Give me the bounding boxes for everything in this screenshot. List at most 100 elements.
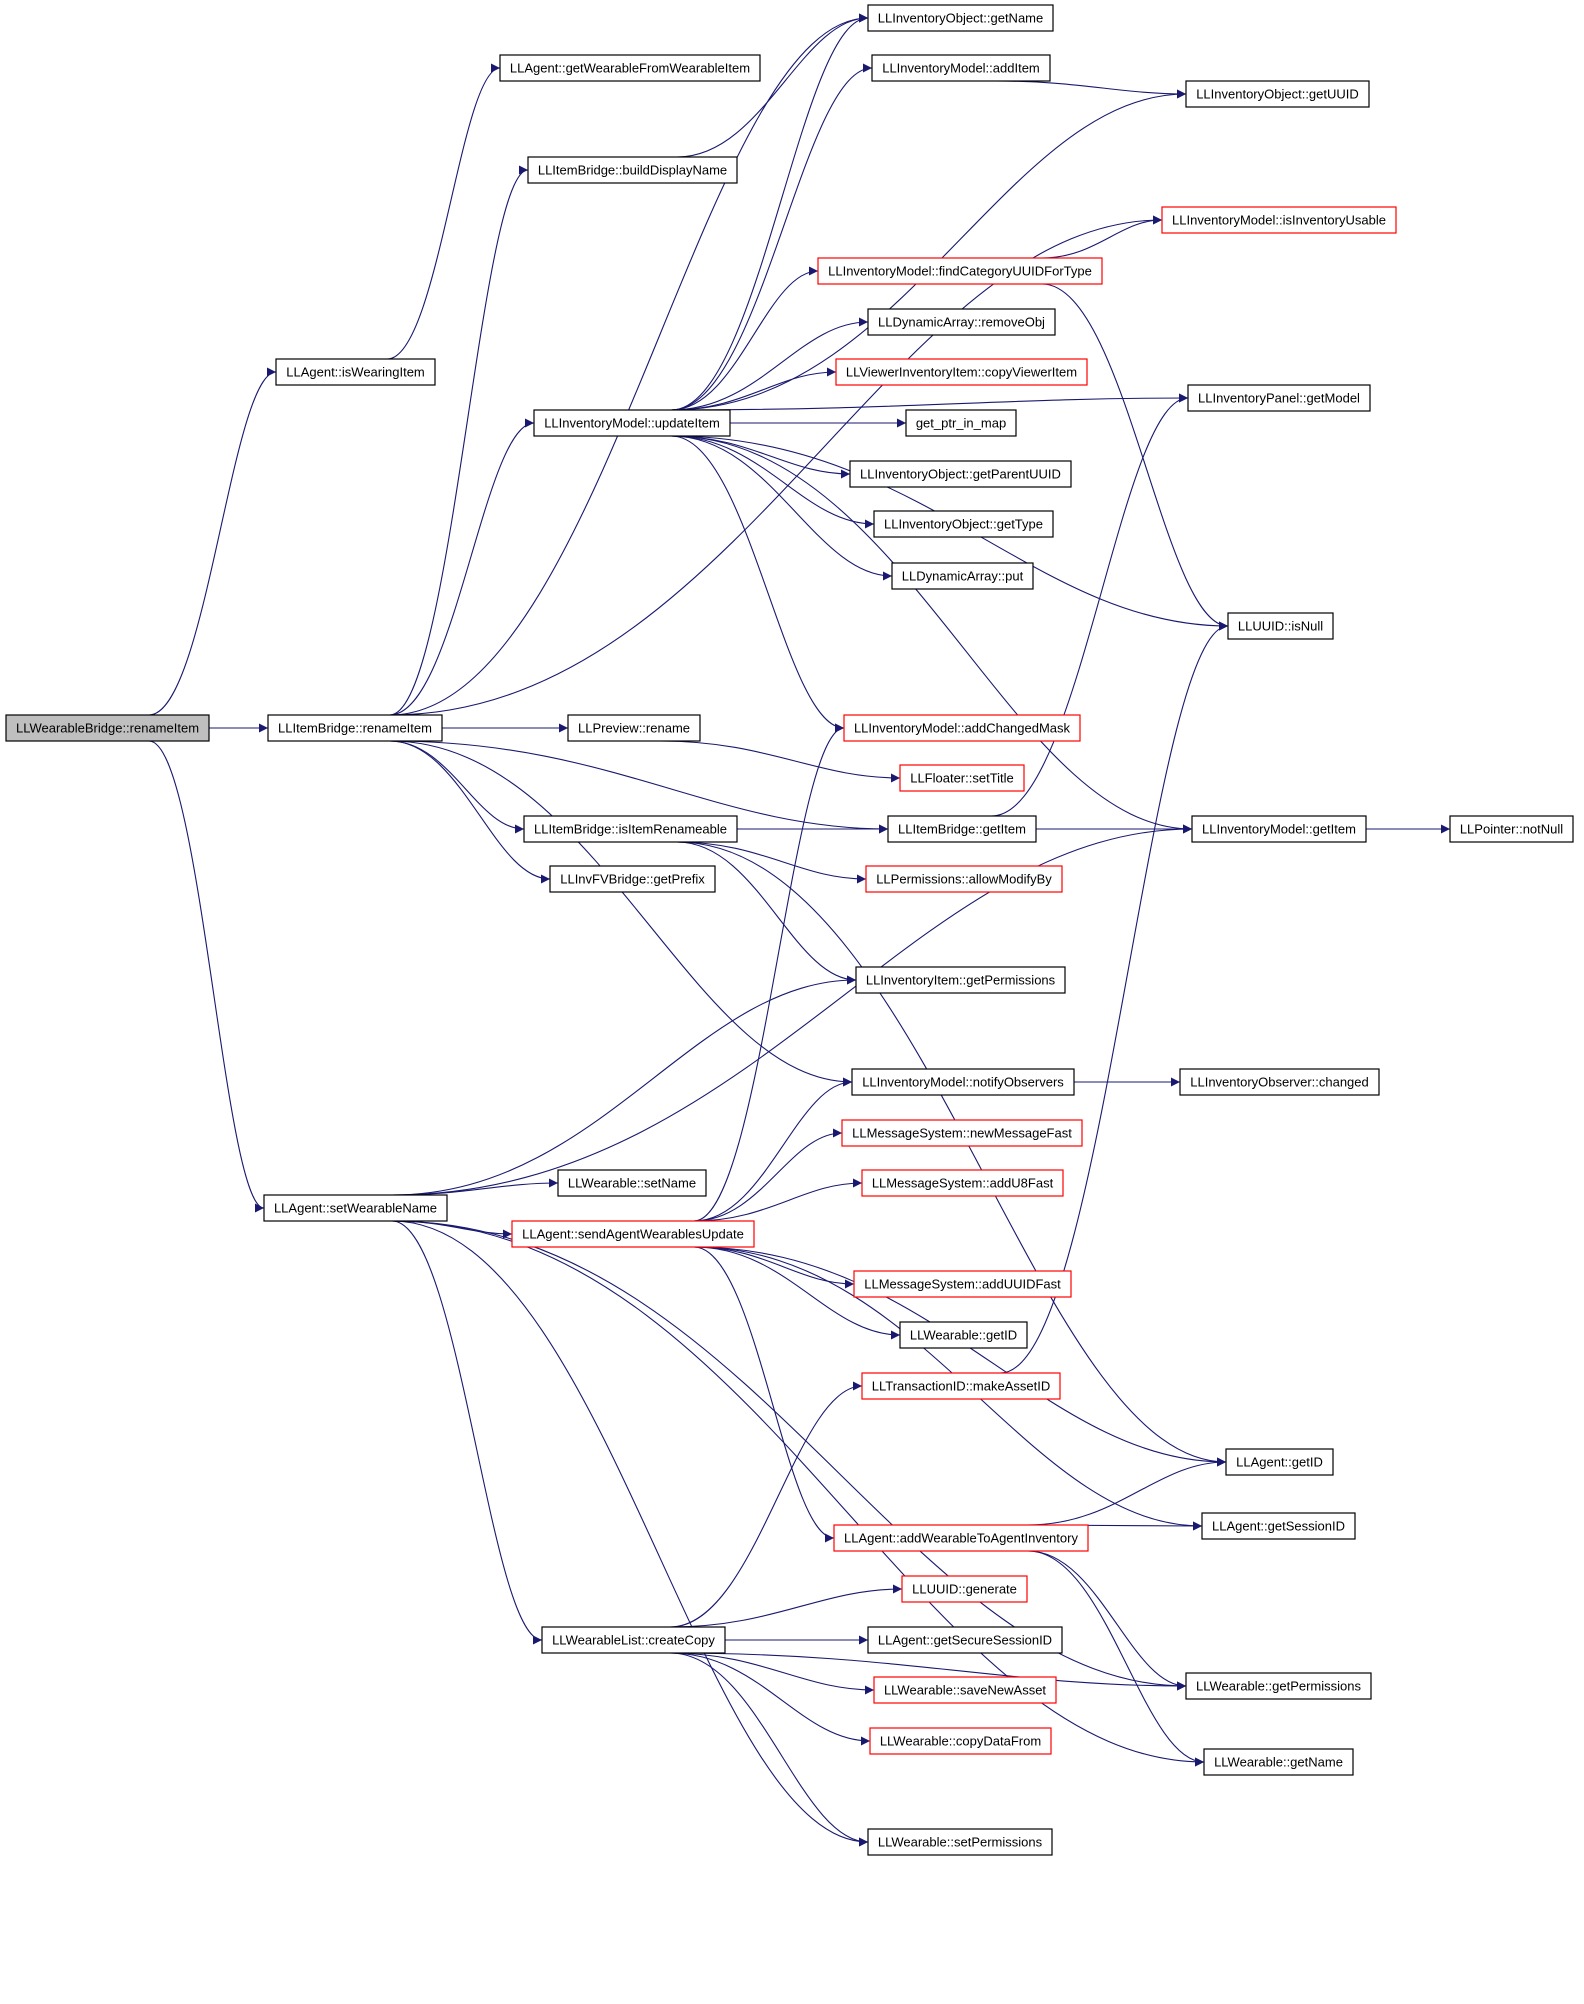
node-llpointer-not-null[interactable]: LLPointer::notNull xyxy=(1449,815,1574,843)
node-llwearable-copy-data-from[interactable]: LLWearable::copyDataFrom xyxy=(869,1727,1052,1755)
call-edge xyxy=(392,1220,1205,1767)
node-llmessage-system-new-message-fast[interactable]: LLMessageSystem::newMessageFast xyxy=(841,1119,1083,1147)
node-llagent-get-wearable-from-wearable-item[interactable]: LLAgent::getWearableFromWearableItem xyxy=(499,54,761,82)
node-label: LLAgent::getID xyxy=(1236,1455,1323,1470)
node-box xyxy=(873,510,1054,538)
node-llagent-set-wearable-name[interactable]: LLAgent::setWearableName xyxy=(263,1194,448,1222)
node-label: LLWearable::copyDataFrom xyxy=(880,1734,1041,1749)
node-label: LLInvFVBridge::getPrefix xyxy=(560,872,705,887)
node-llitem-bridge-get-item[interactable]: LLItemBridge::getItem xyxy=(887,815,1037,843)
node-lluuid-generate[interactable]: LLUUID::generate xyxy=(901,1575,1028,1603)
node-llitem-bridge-rename-item[interactable]: LLItemBridge::renameItem xyxy=(267,714,443,742)
call-edge xyxy=(671,435,893,581)
node-llviewer-inventory-item-copy-viewer-item[interactable]: LLViewerInventoryItem::copyViewerItem xyxy=(835,358,1088,386)
node-llagent-get-id[interactable]: LLAgent::getID xyxy=(1225,1448,1334,1476)
node-llinventory-model-notify-observers[interactable]: LLInventoryModel::notifyObservers xyxy=(851,1068,1075,1096)
node-llinventory-model-update-item[interactable]: LLInventoryModel::updateItem xyxy=(533,409,731,437)
node-lltransaction-id-make-asset-id[interactable]: LLTransactionID::makeAssetID xyxy=(861,1372,1061,1400)
node-llwearable-get-name[interactable]: LLWearable::getName xyxy=(1203,1748,1354,1776)
node-label: LLAgent::addWearableToAgentInventory xyxy=(844,1531,1078,1546)
node-label: LLInventoryModel::findCategoryUUIDForTyp… xyxy=(828,264,1092,279)
node-llinventory-item-get-permissions[interactable]: LLInventoryItem::getPermissions xyxy=(855,966,1066,994)
node-label: LLWearableBridge::renameItem xyxy=(16,721,199,736)
node-llmessage-system-add-uuidfast[interactable]: LLMessageSystem::addUUIDFast xyxy=(853,1270,1072,1298)
node-llwearable-save-new-asset[interactable]: LLWearable::saveNewAsset xyxy=(873,1676,1057,1704)
node-llmessage-system-add-u8fast[interactable]: LLMessageSystem::addU8Fast xyxy=(861,1169,1064,1197)
call-edge xyxy=(991,393,1189,817)
node-llwearable-set-permissions[interactable]: LLWearable::setPermissions xyxy=(867,1828,1053,1856)
node-llinventory-object-get-uuid[interactable]: LLInventoryObject::getUUID xyxy=(1185,80,1370,108)
node-lluuid-is-null[interactable]: LLUUID::isNull xyxy=(1227,612,1334,640)
node-label: LLItemBridge::isItemRenameable xyxy=(534,822,727,837)
node-llinventory-model-add-changed-mask[interactable]: LLInventoryModel::addChangedMask xyxy=(843,714,1081,742)
node-box xyxy=(873,1676,1057,1704)
node-label: LLInventoryObserver::changed xyxy=(1190,1075,1369,1090)
call-edge xyxy=(671,63,873,411)
node-box xyxy=(835,358,1088,386)
call-edge xyxy=(1027,1550,1205,1767)
node-lldynamic-array-remove-obj[interactable]: LLDynamicArray::removeObj xyxy=(867,308,1056,336)
call-edge xyxy=(671,13,869,411)
node-box xyxy=(867,4,1054,32)
node-box xyxy=(853,1270,1072,1298)
node-llwearable-set-name[interactable]: LLWearable::setName xyxy=(557,1169,707,1197)
node-llagent-send-agent-wearables-update[interactable]: LLAgent::sendAgentWearablesUpdate xyxy=(511,1220,755,1248)
node-get-ptr-in-map[interactable]: get_ptr_in_map xyxy=(905,409,1017,437)
node-box xyxy=(899,764,1025,792)
node-llitem-bridge-is-item-renameable[interactable]: LLItemBridge::isItemRenameable xyxy=(523,815,738,843)
node-llinventory-object-get-name[interactable]: LLInventoryObject::getName xyxy=(867,4,1054,32)
call-edge xyxy=(671,435,1193,834)
node-box xyxy=(865,865,1063,893)
node-box xyxy=(849,460,1072,488)
node-llinventory-observer-changed[interactable]: LLInventoryObserver::changed xyxy=(1179,1068,1380,1096)
node-box xyxy=(867,1626,1063,1654)
node-label: LLAgent::setWearableName xyxy=(274,1201,437,1216)
node-llwearable-list-create-copy[interactable]: LLWearableList::createCopy xyxy=(541,1626,726,1654)
node-llinventory-panel-get-model[interactable]: LLInventoryPanel::getModel xyxy=(1187,384,1371,412)
node-label: LLWearable::getName xyxy=(1214,1755,1343,1770)
node-box xyxy=(887,815,1037,843)
call-edge xyxy=(389,740,551,884)
node-label: LLAgent::sendAgentWearablesUpdate xyxy=(522,1227,744,1242)
node-box xyxy=(263,1194,448,1222)
call-edge xyxy=(676,841,867,884)
node-llagent-add-wearable-to-agent-inventory[interactable]: LLAgent::addWearableToAgentInventory xyxy=(833,1524,1089,1552)
node-llinventory-model-is-inventory-usable[interactable]: LLInventoryModel::isInventoryUsable xyxy=(1161,206,1397,234)
node-llpreview-rename[interactable]: LLPreview::rename xyxy=(567,714,701,742)
node-llagent-is-wearing-item[interactable]: LLAgent::isWearingItem xyxy=(275,358,436,386)
node-label: LLWearable::getID xyxy=(910,1328,1017,1343)
node-llwearable-get-id[interactable]: LLWearable::getID xyxy=(899,1321,1028,1349)
node-llfloater-set-title[interactable]: LLFloater::setTitle xyxy=(899,764,1025,792)
node-label: LLItemBridge::buildDisplayName xyxy=(538,163,727,178)
node-llitem-bridge-build-display-name[interactable]: LLItemBridge::buildDisplayName xyxy=(527,156,738,184)
call-edge xyxy=(392,1220,869,1847)
node-llinventory-model-get-item[interactable]: LLInventoryModel::getItem xyxy=(1191,815,1367,843)
call-edge xyxy=(676,841,1227,1467)
node-llinventory-model-add-item[interactable]: LLInventoryModel::addItem xyxy=(871,54,1051,82)
node-label: LLViewerInventoryItem::copyViewerItem xyxy=(846,365,1077,380)
node-llagent-get-secure-session-id[interactable]: LLAgent::getSecureSessionID xyxy=(867,1626,1063,1654)
node-label: LLInventoryItem::getPermissions xyxy=(866,973,1056,988)
call-edge xyxy=(387,63,501,360)
node-llwearable-get-permissions[interactable]: LLWearable::getPermissions xyxy=(1185,1672,1372,1700)
node-box xyxy=(891,562,1034,590)
call-edge xyxy=(693,1178,863,1222)
node-llagent-get-session-id[interactable]: LLAgent::getSessionID xyxy=(1201,1512,1356,1540)
node-lldynamic-array-put[interactable]: LLDynamicArray::put xyxy=(891,562,1034,590)
node-box xyxy=(549,865,716,893)
node-llinventory-object-get-type[interactable]: LLInventoryObject::getType xyxy=(873,510,1054,538)
call-edge xyxy=(693,1246,901,1340)
node-label: LLMessageSystem::addUUIDFast xyxy=(864,1277,1061,1292)
node-label: LLAgent::getSessionID xyxy=(1212,1519,1345,1534)
node-llwearable-bridge-rename-item[interactable]: LLWearableBridge::renameItem xyxy=(5,714,210,742)
node-box xyxy=(1161,206,1397,234)
node-llinv-fvbridge-get-prefix[interactable]: LLInvFVBridge::getPrefix xyxy=(549,865,716,893)
node-label: LLDynamicArray::put xyxy=(902,569,1024,584)
call-edge xyxy=(392,1220,543,1645)
node-llinventory-object-get-parent-uuid[interactable]: LLInventoryObject::getParentUUID xyxy=(849,460,1072,488)
node-llpermissions-allow-modify-by[interactable]: LLPermissions::allowModifyBy xyxy=(865,865,1063,893)
call-edge xyxy=(389,165,529,716)
call-edge xyxy=(693,1246,855,1289)
node-llinventory-model-find-category-uuidfor-type[interactable]: LLInventoryModel::findCategoryUUIDForTyp… xyxy=(817,257,1103,285)
